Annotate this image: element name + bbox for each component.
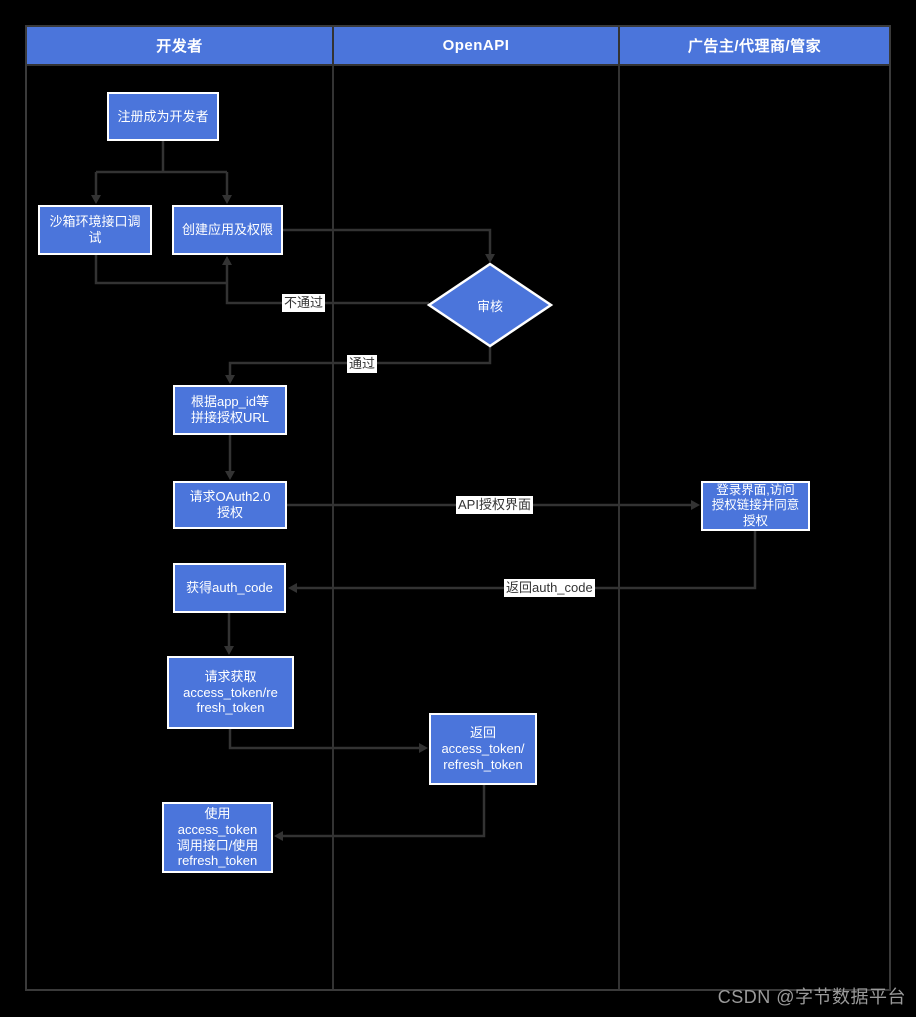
node-build-auth-url: 根据app_id等 拼接授权URL bbox=[173, 385, 287, 435]
lane-header-openapi-label: OpenAPI bbox=[442, 37, 510, 54]
edge-label-reject: 不通过 bbox=[282, 294, 326, 312]
lane-header-developer-label: 开发者 bbox=[156, 38, 203, 55]
node-use-token: 使用 access_token 调用接口/使用 refresh_token bbox=[162, 802, 273, 873]
node-sandbox: 沙箱环境接口调 试 bbox=[38, 205, 152, 255]
swimlane-frame: 开发者 OpenAPI 广告主/代理商/管家 bbox=[25, 25, 891, 991]
header-bottom-divider bbox=[27, 64, 889, 66]
node-request-oauth: 请求OAuth2.0 授权 bbox=[173, 481, 287, 529]
lane-header-developer: 开发者 bbox=[27, 27, 332, 64]
node-login-authorize: 登录界面,访问 授权链接并同意 授权 bbox=[701, 481, 810, 531]
node-request-token: 请求获取 access_token/re fresh_token bbox=[167, 656, 294, 729]
node-return-token: 返回 access_token/ refresh_token bbox=[429, 713, 537, 785]
edge-label-pass: 通过 bbox=[347, 355, 378, 373]
edge-label-return-auth-code: 返回auth_code bbox=[504, 579, 595, 597]
lane-header-advertiser: 广告主/代理商/管家 bbox=[620, 27, 889, 64]
lane-divider-2 bbox=[618, 27, 620, 989]
watermark: CSDN @字节数据平台 bbox=[717, 987, 906, 1007]
node-create-app: 创建应用及权限 bbox=[172, 205, 283, 255]
node-register: 注册成为开发者 bbox=[107, 92, 219, 141]
node-review-label: 审核 bbox=[476, 298, 503, 314]
lane-divider-1 bbox=[332, 27, 334, 989]
lane-header-advertiser-label: 广告主/代理商/管家 bbox=[687, 38, 822, 55]
edge-label-api-auth-page: API授权界面 bbox=[456, 496, 533, 514]
lane-header-openapi: OpenAPI bbox=[334, 27, 618, 64]
node-get-auth-code: 获得auth_code bbox=[173, 563, 286, 613]
